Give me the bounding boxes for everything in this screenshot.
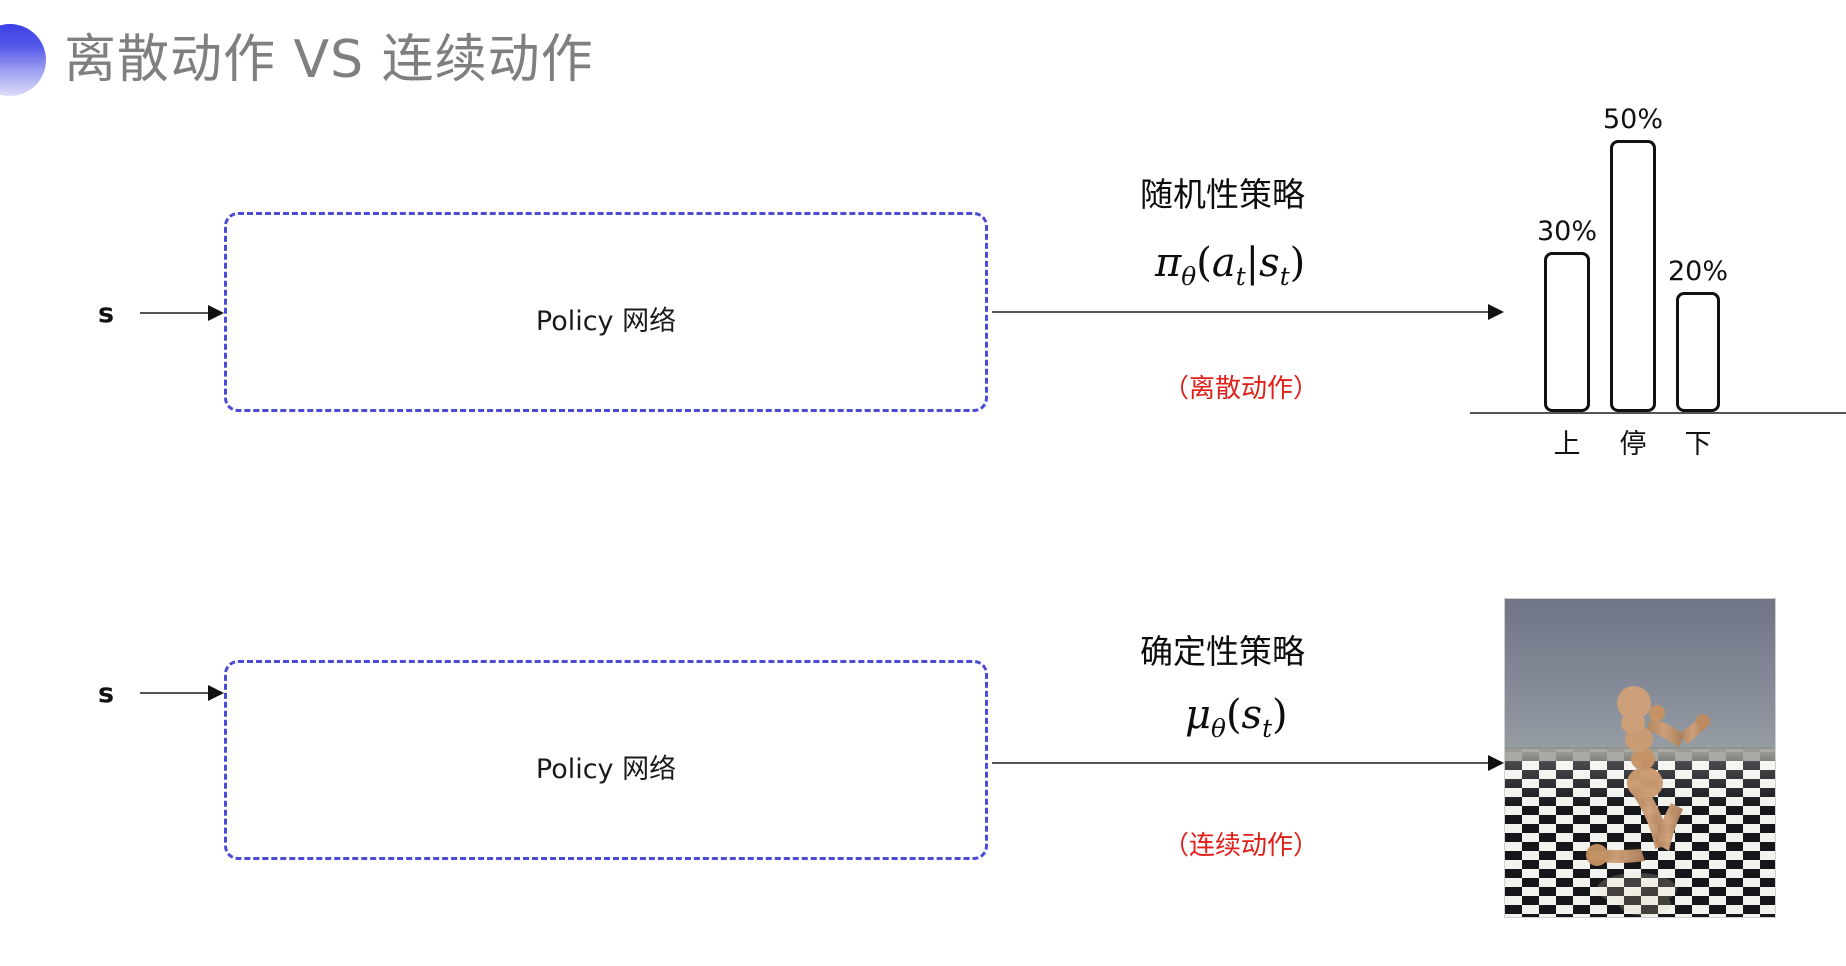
input-arrow-discrete bbox=[140, 305, 224, 321]
bar-2 bbox=[1676, 292, 1720, 412]
input-arrow-continuous bbox=[140, 685, 224, 701]
input-state-label-discrete: s bbox=[98, 298, 115, 329]
bar-category-2: 下 bbox=[1684, 429, 1712, 460]
output-arrow-discrete bbox=[992, 304, 1504, 320]
policy-formula-discrete: πθ(at|st) bbox=[1155, 240, 1306, 291]
policy-network-box-discrete[interactable]: Policy 网络 bbox=[224, 212, 988, 412]
input-state-label-continuous: s bbox=[98, 678, 115, 709]
policy-network-label-continuous: Policy 网络 bbox=[535, 754, 677, 785]
bar-value-2: 20% bbox=[1667, 256, 1728, 287]
action-type-note-discrete: （离散动作） bbox=[1163, 374, 1320, 404]
output-arrow-continuous bbox=[992, 755, 1504, 771]
chart-baseline bbox=[1470, 412, 1846, 414]
bar-value-0: 30% bbox=[1536, 216, 1597, 247]
action-type-note-continuous: （连续动作） bbox=[1163, 831, 1320, 861]
humanoid-sim-render bbox=[1505, 599, 1775, 917]
bar-category-0: 上 bbox=[1553, 429, 1581, 460]
page-title: 离散动作 VS 连续动作 bbox=[64, 30, 594, 90]
discrete-action-bar-chart: 30% 上 50% 停 20% 下 bbox=[1470, 104, 1846, 460]
title-bullet-icon bbox=[0, 24, 46, 96]
bar-category-1: 停 bbox=[1619, 429, 1647, 460]
bar-0 bbox=[1544, 252, 1590, 412]
bar-value-1: 50% bbox=[1602, 104, 1663, 135]
policy-network-label-discrete: Policy 网络 bbox=[535, 306, 677, 337]
bar-1 bbox=[1610, 140, 1656, 412]
continuous-action-humanoid-image bbox=[1504, 598, 1776, 918]
policy-type-heading-discrete: 随机性策略 bbox=[1140, 175, 1305, 214]
policy-type-heading-continuous: 确定性策略 bbox=[1140, 632, 1305, 671]
policy-network-box-continuous[interactable]: Policy 网络 bbox=[224, 660, 988, 860]
policy-formula-continuous: μθ(st) bbox=[1185, 692, 1288, 743]
